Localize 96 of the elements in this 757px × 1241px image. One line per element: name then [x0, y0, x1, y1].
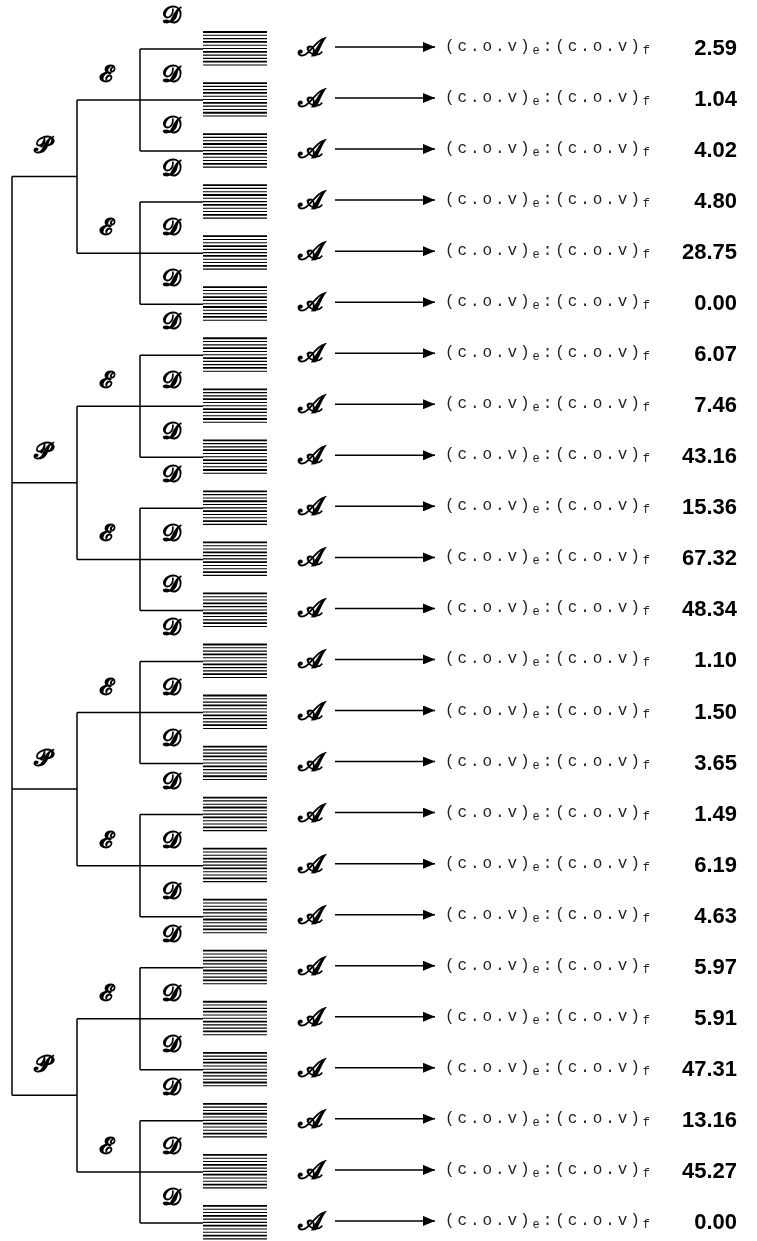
ratio-expression: (c.o.v)$_{e}$:(c.o.v)$_{f}$	[445, 549, 653, 566]
value-text: 7.46	[694, 394, 737, 417]
value-text: 45.27	[681, 1159, 737, 1182]
ratio-expression: (c.o.v)$_{e}$:(c.o.v)$_{f}$	[445, 243, 653, 260]
branch-label: 𝓓	[162, 768, 180, 793]
arrow	[334, 42, 436, 52]
arrow	[334, 1062, 436, 1073]
value-text: 48.34	[681, 598, 737, 621]
branch-label: 𝓓	[162, 1184, 180, 1209]
ratio-expression: (c.o.v)$_{e}$:(c.o.v)$_{f}$	[445, 396, 653, 413]
value-text: 1.50	[694, 700, 737, 723]
value-text: 5.97	[694, 955, 737, 978]
arrow	[334, 909, 436, 920]
branch-label: 𝓓	[162, 827, 180, 852]
arrow	[334, 195, 436, 206]
ratio-expression: (c.o.v)$_{e}$:(c.o.v)$_{f}$	[445, 90, 653, 107]
ratio-expression: (c.o.v)$_{e}$:(c.o.v)$_{f}$	[445, 192, 653, 209]
value-text: 6.07	[694, 343, 737, 366]
value-text: 5.91	[694, 1006, 737, 1029]
arrow	[334, 603, 436, 614]
value-text: 0.00	[694, 1210, 737, 1233]
value-text: 13.16	[681, 1108, 737, 1131]
branch-label: 𝓓	[162, 309, 180, 334]
arrow	[334, 144, 436, 155]
arrow	[334, 501, 436, 512]
arrow	[334, 348, 436, 359]
value-text: 6.19	[694, 853, 737, 876]
arrow	[334, 960, 436, 971]
branch-label: 𝓓	[162, 521, 180, 546]
branch-label: 𝓓	[162, 156, 180, 181]
ratio-expression: (c.o.v)$_{e}$:(c.o.v)$_{f}$	[445, 498, 653, 515]
value-text: 67.32	[681, 547, 737, 570]
ratio-expression: (c.o.v)$_{e}$:(c.o.v)$_{f}$	[445, 1059, 653, 1076]
value-text: 3.65	[694, 751, 737, 774]
branch-label: 𝓓	[162, 419, 180, 444]
ratio-expression: (c.o.v)$_{e}$:(c.o.v)$_{f}$	[445, 1110, 653, 1127]
value-text: 2.59	[694, 37, 737, 59]
value-text: 15.36	[681, 496, 737, 519]
value-text: 0.00	[694, 292, 737, 315]
ratio-expression: (c.o.v)$_{e}$:(c.o.v)$_{f}$	[445, 1008, 653, 1025]
ratio-expression: (c.o.v)$_{e}$:(c.o.v)$_{f}$	[445, 804, 653, 821]
branch-label: 𝓓	[162, 921, 180, 946]
ratio-expression: (c.o.v)$_{e}$:(c.o.v)$_{f}$	[445, 855, 653, 872]
arrow	[334, 297, 436, 308]
ratio-expression: (c.o.v)$_{e}$:(c.o.v)$_{f}$	[445, 447, 653, 464]
branch-label: 𝓓	[162, 572, 180, 597]
branch-label: 𝓓	[162, 725, 180, 750]
branch-label: 𝓓	[162, 266, 180, 291]
branch-label: 𝓓	[162, 3, 180, 27]
branch-label: 𝓓	[162, 1133, 180, 1158]
arrow	[334, 450, 436, 461]
arrow	[334, 552, 436, 563]
value-text: 1.49	[694, 802, 737, 825]
arrow	[334, 654, 436, 665]
branch-label: 𝓓	[162, 462, 180, 487]
branch-label: 𝓓	[162, 62, 180, 87]
ratio-expression: (c.o.v)$_{e}$:(c.o.v)$_{f}$	[445, 600, 653, 617]
ratio-expression: (c.o.v)$_{e}$:(c.o.v)$_{f}$	[445, 39, 653, 55]
value-text: 1.10	[694, 649, 737, 672]
arrow	[334, 858, 436, 869]
arrow	[334, 756, 436, 767]
value-text: 4.63	[694, 904, 737, 927]
arrow	[334, 246, 436, 257]
ratio-expression: (c.o.v)$_{e}$:(c.o.v)$_{f}$	[445, 906, 653, 923]
branch-label: 𝓓	[162, 215, 180, 240]
arrow	[334, 1011, 436, 1022]
ratio-expression: (c.o.v)$_{e}$:(c.o.v)$_{f}$	[445, 345, 653, 362]
branch-label: 𝓓	[162, 674, 180, 699]
ratio-expression: (c.o.v)$_{e}$:(c.o.v)$_{f}$	[445, 141, 653, 158]
ratio-expression: (c.o.v)$_{e}$:(c.o.v)$_{f}$	[445, 294, 653, 311]
arrow	[334, 93, 436, 104]
branch-label: 𝓓	[162, 980, 180, 1005]
arrow	[334, 1113, 436, 1124]
ratio-expression: (c.o.v)$_{e}$:(c.o.v)$_{f}$	[445, 1161, 653, 1178]
branch-label: 𝓓	[162, 878, 180, 903]
value-text: 47.31	[681, 1057, 737, 1080]
value-text: 4.02	[694, 139, 737, 162]
ratio-expression: (c.o.v)$_{e}$:(c.o.v)$_{f}$	[445, 957, 653, 974]
arrow	[334, 399, 436, 410]
branch-label: 𝓓	[162, 368, 180, 393]
arrow	[334, 1164, 436, 1175]
branch-label: 𝓓	[162, 1031, 180, 1056]
branch-label: 𝓓	[162, 113, 180, 138]
ratio-expression: (c.o.v)$_{e}$:(c.o.v)$_{f}$	[445, 753, 653, 770]
value-text: 4.80	[694, 190, 737, 213]
arrow	[334, 807, 436, 818]
ratio-expression: (c.o.v)$_{e}$:(c.o.v)$_{f}$	[445, 702, 653, 719]
arrow	[334, 705, 436, 716]
value-text: 43.16	[681, 445, 737, 468]
value-text: 28.75	[681, 241, 737, 264]
value-text: 1.04	[694, 88, 737, 111]
branch-label: 𝓓	[162, 1074, 180, 1099]
ratio-expression: (c.o.v)$_{e}$:(c.o.v)$_{f}$	[445, 1212, 653, 1229]
branch-label: 𝓓	[162, 615, 180, 640]
arrow	[334, 1215, 436, 1226]
ratio-expression: (c.o.v)$_{e}$:(c.o.v)$_{f}$	[445, 651, 653, 668]
